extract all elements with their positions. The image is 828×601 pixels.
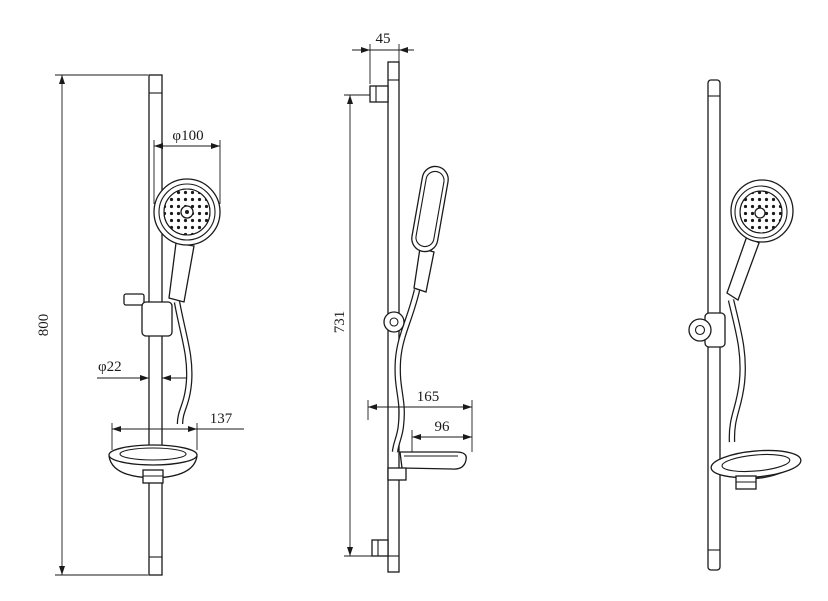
front-hand-shower [153,178,221,303]
iso-shower-hose [727,299,746,443]
dim-label-phi22: φ22 [98,359,122,375]
dim-label-165: 165 [417,389,440,405]
iso-hand-shower [726,179,794,301]
front-dim-overall-height: 800 [36,74,148,576]
dim-label-96: 96 [435,419,451,435]
side-top-wall-bracket [369,85,389,103]
front-dim-bar-diameter: φ22 [97,359,186,381]
front-view: 800 φ100 φ22 137 [36,74,244,576]
front-dim-head-diameter: φ100 [153,128,221,204]
front-soap-dish [108,444,198,484]
side-bottom-wall-bracket [371,539,389,557]
dim-label-731: 731 [332,311,348,334]
dim-label-phi100: φ100 [172,128,203,144]
side-dim-dish-depth: 165 [367,389,473,452]
dim-label-45: 45 [376,31,391,47]
iso-slider-bracket [688,312,726,348]
dim-label-800: 800 [36,314,52,337]
perspective-view [688,79,802,571]
iso-soap-dish [710,449,802,490]
side-hand-shower [411,165,449,293]
side-soap-dish [387,451,467,481]
side-shower-hose [391,289,421,453]
side-slider-knob [383,311,405,333]
front-slider-bracket [123,293,173,337]
side-view: 45 731 165 96 [332,31,473,573]
front-dim-dish-width: 137 [111,411,244,450]
dim-label-137: 137 [210,411,233,427]
front-shower-hose [173,301,193,425]
side-dim-dish-inner-depth: 96 [411,419,472,452]
side-dim-bar-length: 731 [332,94,372,557]
side-dim-top-offset: 45 [352,31,414,84]
